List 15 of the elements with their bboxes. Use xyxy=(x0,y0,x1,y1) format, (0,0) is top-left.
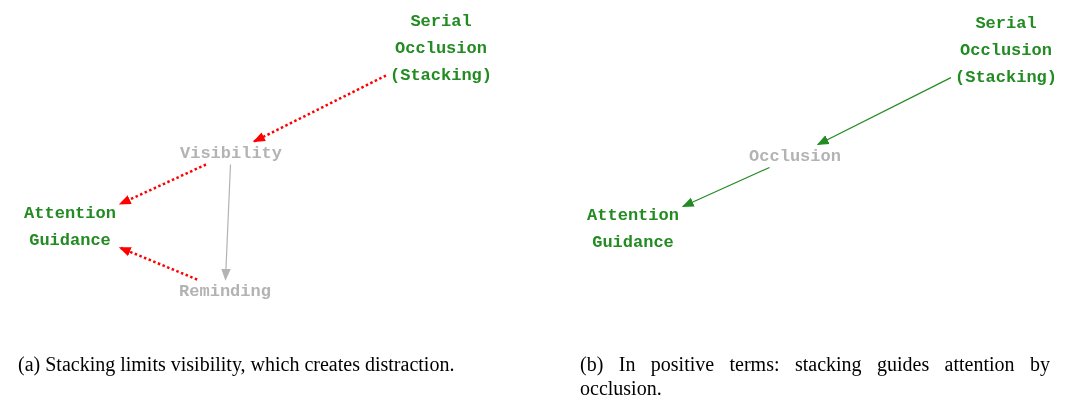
arrow xyxy=(816,77,952,146)
node-label: Attention Guidance xyxy=(571,202,695,256)
node-label: Reminding xyxy=(163,277,287,305)
node-label: Serial Occlusion (Stacking) xyxy=(369,7,513,89)
caption: (a) Stacking limits visibility, which creates distraction. xyxy=(18,352,456,376)
arrow xyxy=(221,163,232,281)
node-label: Serial Occlusion (Stacking) xyxy=(934,9,1065,91)
arrow xyxy=(118,163,207,206)
arrow xyxy=(252,74,387,143)
node-label: Attention Guidance xyxy=(8,200,132,254)
arrow xyxy=(118,246,198,281)
node-label: Occlusion xyxy=(733,142,857,170)
caption: (b) In positive terms: stacking guides attention by occlusion. xyxy=(580,352,1050,400)
node-label: Visibility xyxy=(164,139,298,167)
arrow xyxy=(681,166,771,208)
